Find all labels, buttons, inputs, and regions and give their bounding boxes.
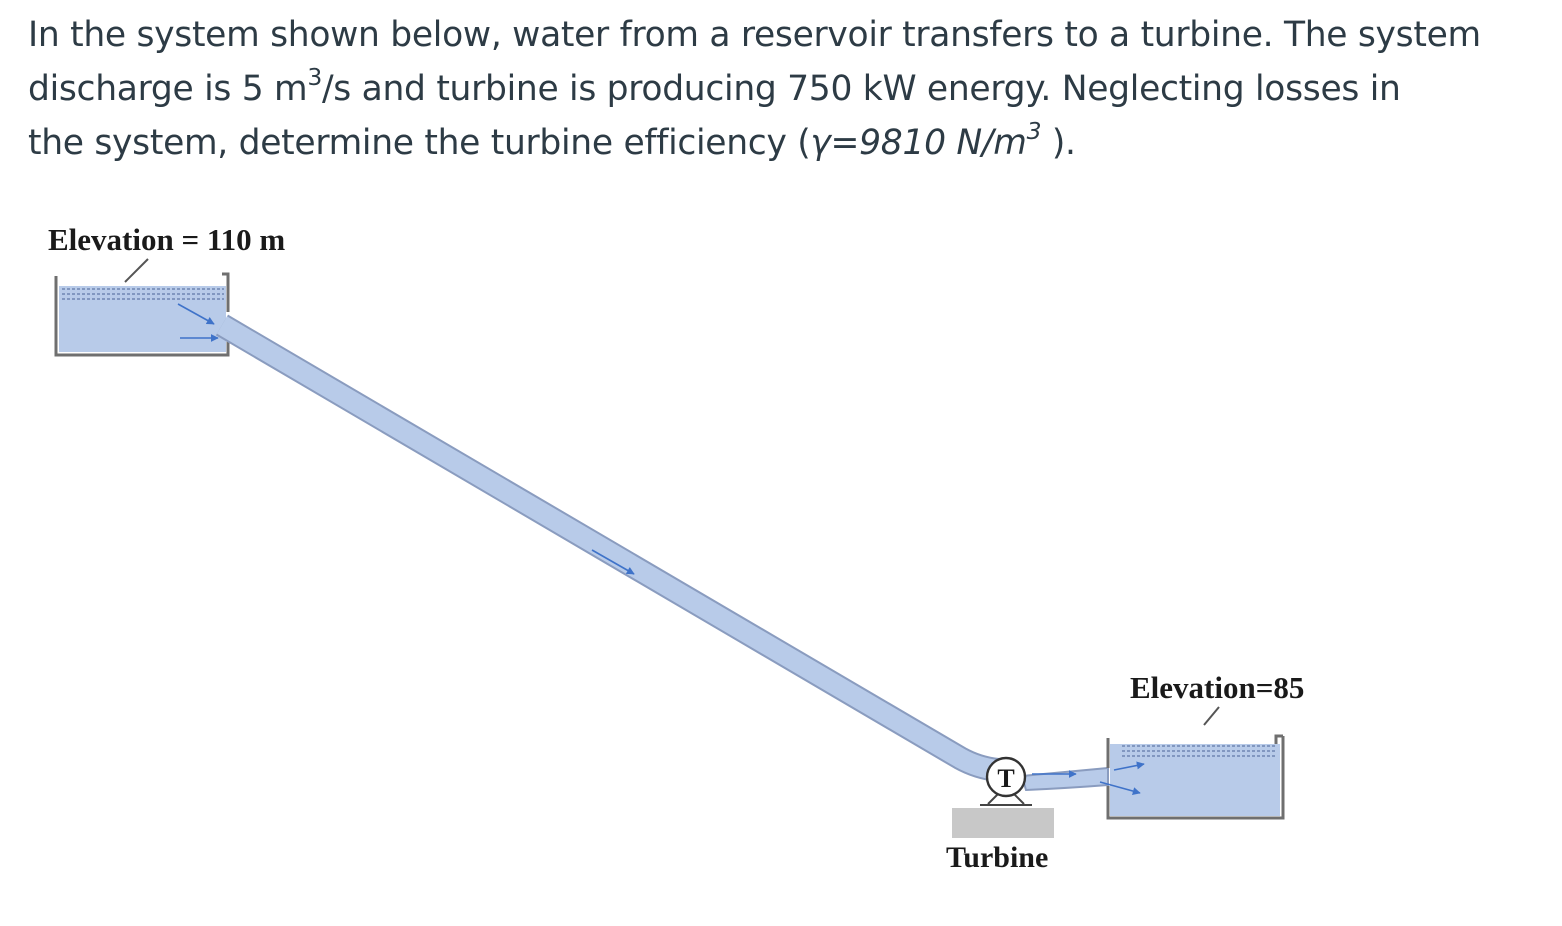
lower-reservoir <box>1099 734 1285 820</box>
turbine-base <box>952 808 1054 838</box>
upper-reservoir-label: Elevation = 110 m <box>48 222 285 257</box>
outlet-pipe-outline <box>1020 766 1109 792</box>
problem-statement: In the system shown below, water from a … <box>28 8 1528 170</box>
flow-arrow <box>1099 781 1141 795</box>
upper-reservoir-water <box>59 286 226 352</box>
flow-arrow <box>1113 761 1145 771</box>
turbine-label: Turbine <box>946 841 1048 874</box>
problem-line-2: discharge is 5 m3/s and turbine is produ… <box>28 63 1401 109</box>
flow-arrow <box>591 549 635 575</box>
problem-line-1: In the system shown below, water from a … <box>28 15 1481 55</box>
lower-label-leader <box>1203 706 1220 726</box>
problem-line-3: the system, determine the turbine effici… <box>28 117 1076 163</box>
exponent: 3 <box>307 63 322 92</box>
turbine-symbol: T <box>997 764 1014 793</box>
specific-weight: γ=9810 N/m3 <box>810 117 1042 163</box>
penstock-pipe <box>216 316 1000 780</box>
turbine: T <box>985 756 1027 798</box>
flow-arrow <box>177 303 215 325</box>
lower-reservoir-label: Elevation=85 <box>1130 670 1304 705</box>
upper-water-surface <box>62 288 224 300</box>
upper-label-leader <box>124 258 149 283</box>
lower-reservoir-water <box>1110 744 1280 816</box>
lower-reservoir-walls <box>1106 736 1285 820</box>
upper-reservoir <box>54 272 230 357</box>
lower-reservoir-lip <box>1274 734 1283 744</box>
turbine-casing <box>985 756 1027 798</box>
lower-water-surface <box>1122 745 1276 757</box>
upper-reservoir-walls <box>54 272 230 357</box>
